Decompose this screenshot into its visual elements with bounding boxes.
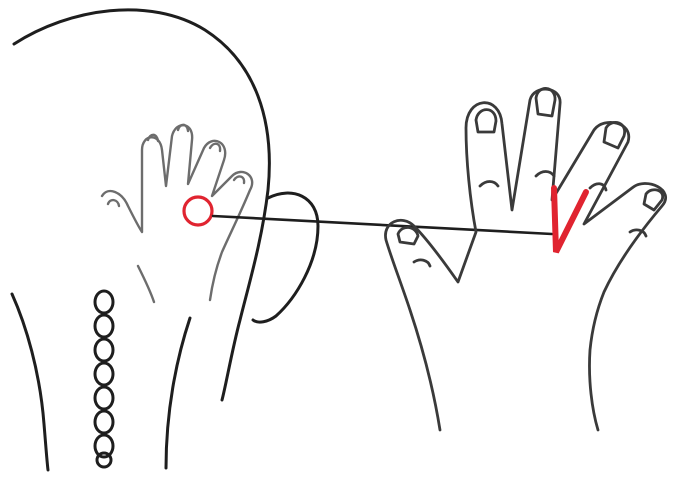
vertebra [95, 363, 113, 385]
red-circle-marker [184, 197, 212, 225]
small-hand-contour [102, 125, 252, 302]
vertebra [95, 315, 113, 337]
large-hand-thumb-nail [398, 227, 418, 244]
ear [253, 193, 318, 322]
small-hand-nail [234, 176, 244, 183]
large-hand-nail [536, 88, 555, 116]
neck-right [166, 318, 190, 468]
vertebra [95, 339, 113, 361]
vertebra [95, 291, 113, 313]
large-hand-contour [385, 89, 665, 430]
vertebra [95, 387, 113, 409]
small-hand-nail [210, 144, 220, 151]
red-v-stroke [554, 188, 586, 252]
large-hand-knuckle-crease [536, 172, 554, 177]
large-hand-nail [476, 110, 496, 132]
vertebra [95, 411, 113, 433]
large-hand-outline [385, 88, 665, 430]
small-hand-nail [178, 125, 188, 131]
large-hand-knuckle-crease [414, 260, 430, 266]
red-v-marker [554, 188, 586, 252]
neck-left [12, 294, 48, 470]
vertebrae-chain [95, 291, 113, 467]
large-hand-knuckle-crease [480, 182, 498, 187]
small-hand-thumb-nail [108, 200, 119, 206]
head-outline [12, 10, 318, 470]
small-hand-outline [102, 125, 252, 302]
large-hand-nail [604, 122, 625, 148]
vertebra [97, 453, 111, 467]
